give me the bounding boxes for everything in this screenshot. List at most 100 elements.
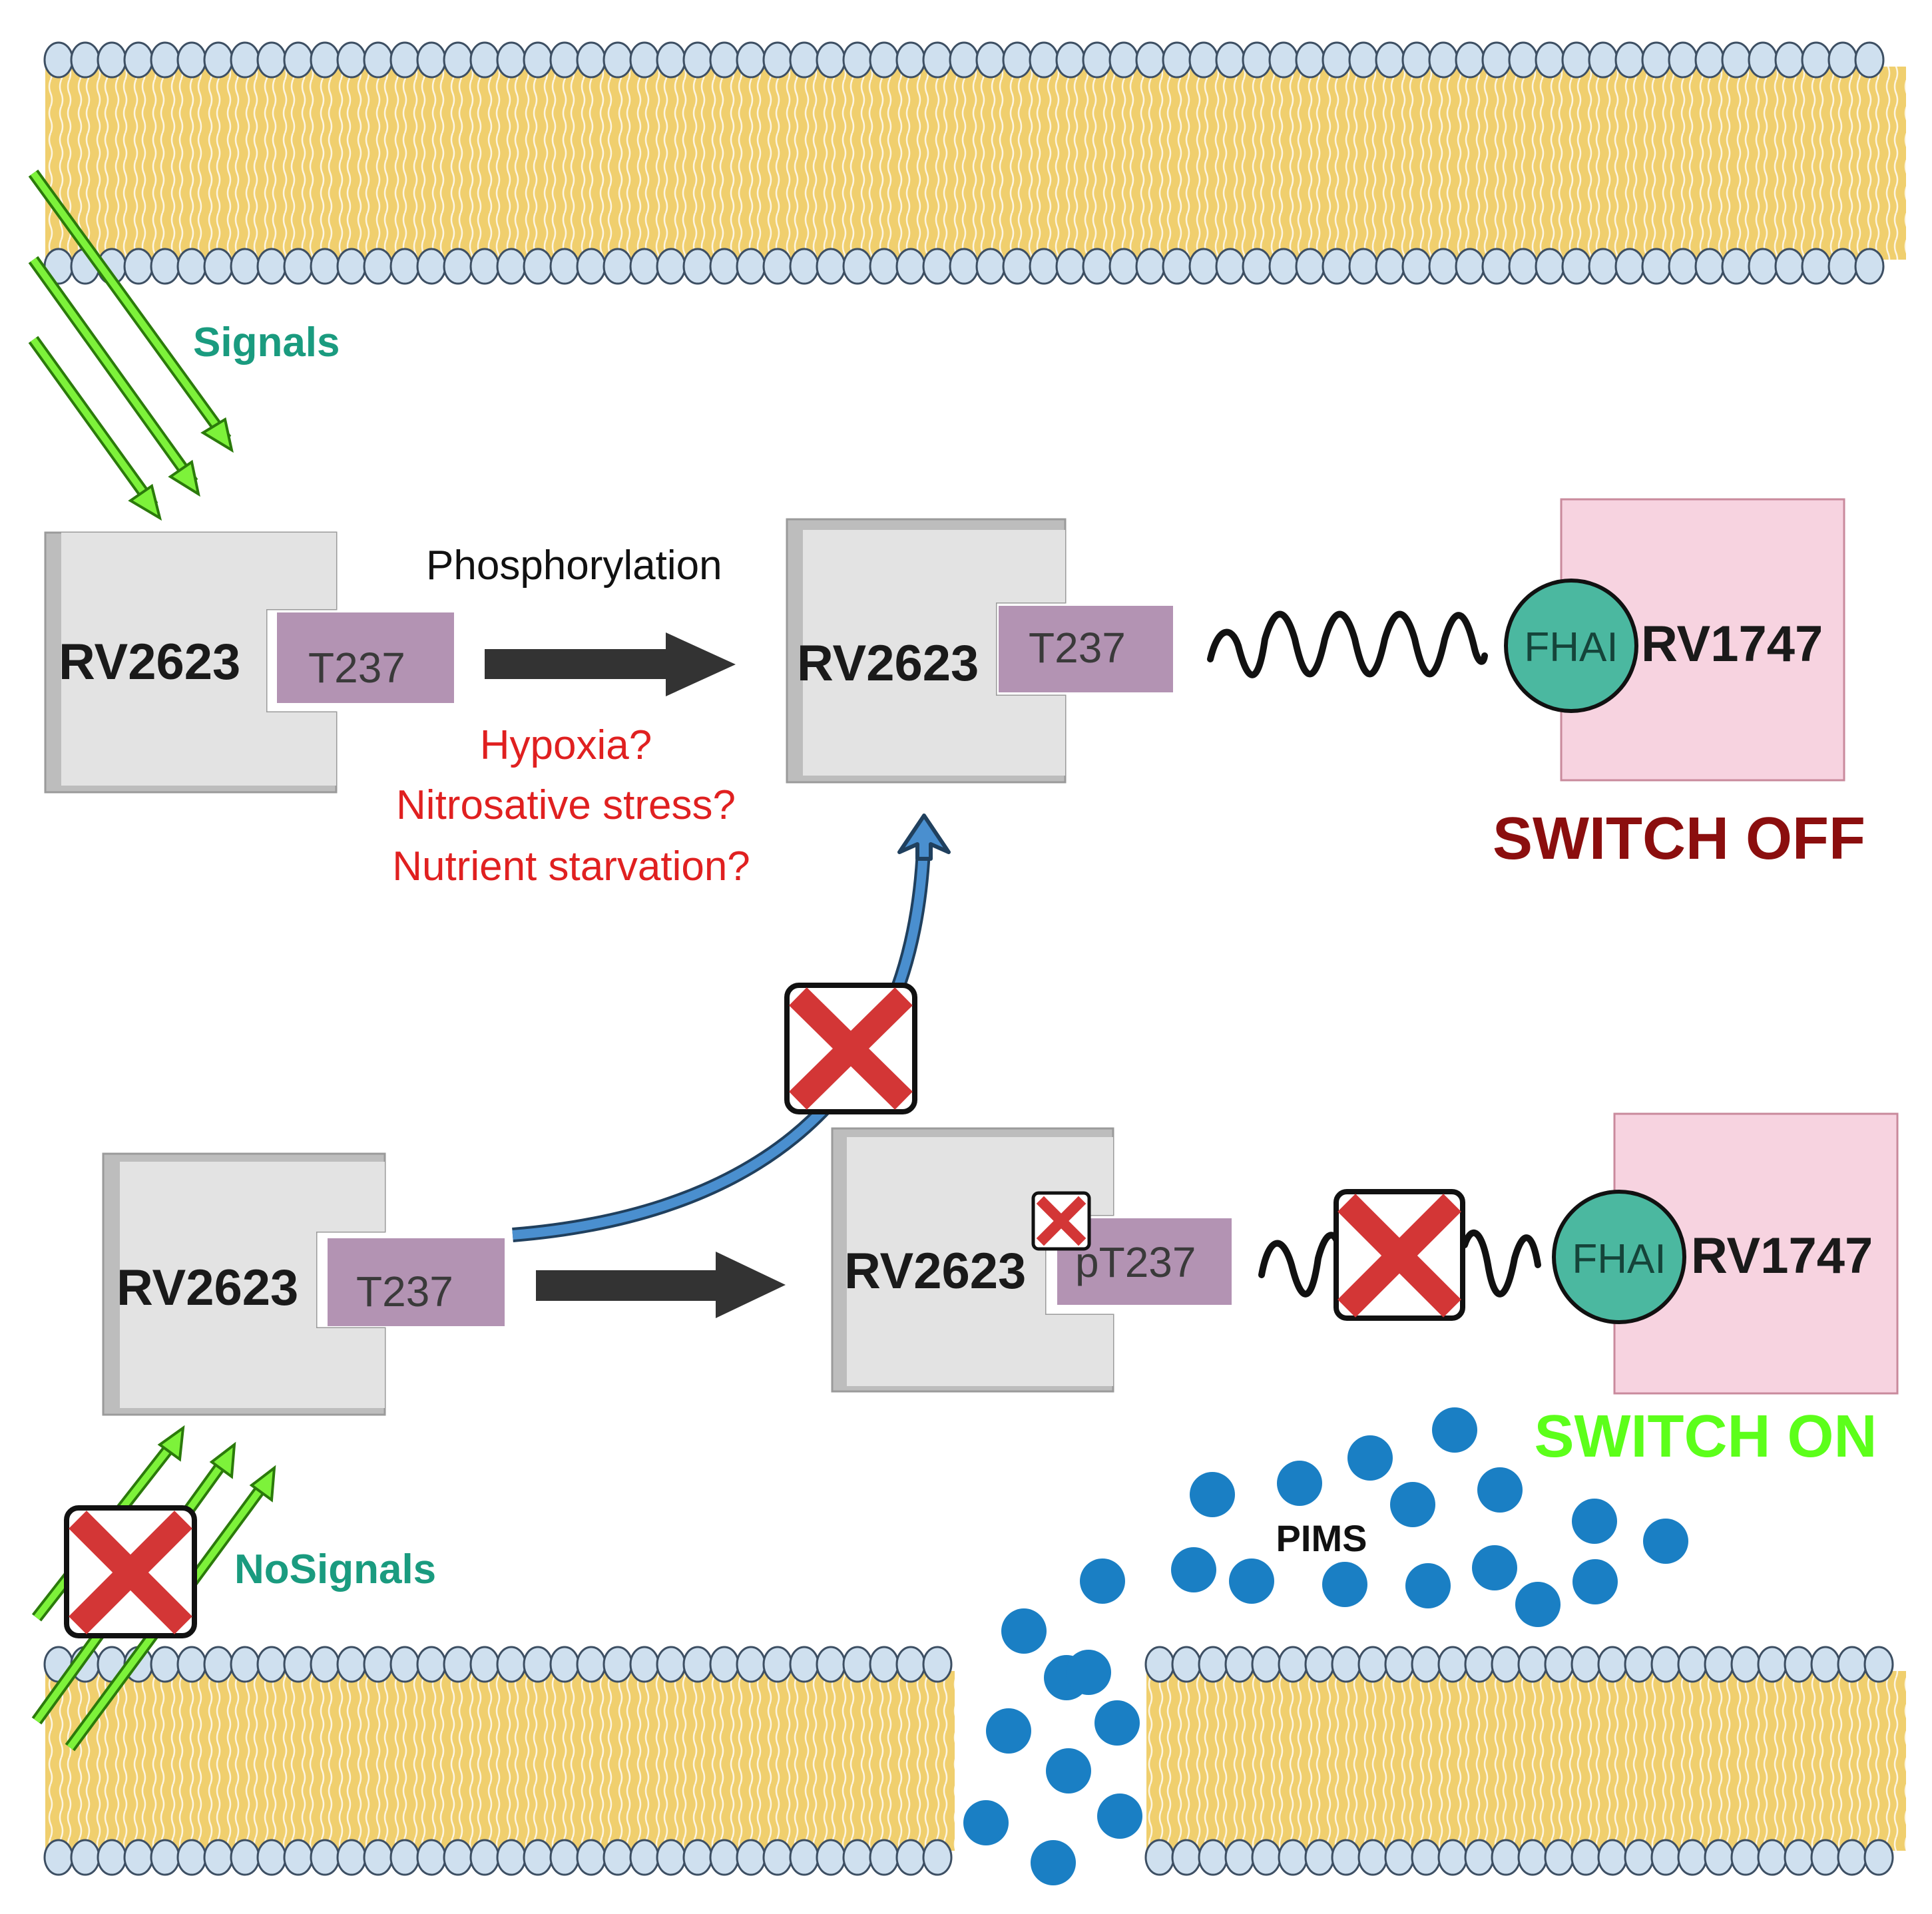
top-membrane-outer-head [496,41,527,79]
bottom-right-membrane-inner-head [1411,1839,1441,1876]
bottom-right-membrane-outer-head [1677,1646,1708,1683]
top-membrane-inner-head [922,248,953,285]
top-membrane-inner-head [1135,248,1166,285]
bottom-right-membrane-inner-head [1757,1839,1788,1876]
top-membrane-outer-head [230,41,260,79]
top-membrane-outer-head [1242,41,1272,79]
top-membrane-inner-head [1108,248,1139,285]
top-membrane-outer-head [1641,41,1672,79]
bottom-left-t237-label: T237 [356,1268,453,1316]
top-membrane-inner-head [363,248,393,285]
top-right-rv2623-body [803,530,1065,776]
bottom-left-membrane-inner-head [496,1839,527,1876]
bottom-left-membrane-outer-head [789,1646,820,1683]
top-membrane-inner-head [603,248,633,285]
top-rv1747-label: RV1747 [1641,616,1823,672]
top-membrane-inner-head [1268,248,1299,285]
no-signal-arrow-2-head [209,1441,236,1479]
bottom-left-membrane-outer-head [283,1646,314,1683]
bottom-right-membrane-inner-head [1384,1839,1415,1876]
top-membrane-inner-head [949,248,979,285]
bottom-left-membrane-outer-head [576,1646,606,1683]
top-membrane-outer-head [975,41,1006,79]
bottom-left-membrane-inner-head [656,1839,686,1876]
top-membrane-inner-head [1854,248,1885,285]
bottom-left-membrane-outer-head [310,1646,340,1683]
top-membrane-outer-head [1002,41,1033,79]
pims-dot [1322,1562,1367,1607]
top-left-rv2623-protein: RV2623 T237 [44,531,454,794]
bottom-left-membrane-inner-head [469,1839,500,1876]
phosphorylation-label: Phosphorylation [426,543,722,589]
bottom-right-membrane-inner-head [1331,1839,1361,1876]
top-membrane-outer-head [549,41,580,79]
bottom-left-membrane-inner-head [336,1839,367,1876]
top-membrane-inner-head [736,248,766,285]
bottom-left-membrane-inner-head [97,1839,127,1876]
bottom-left-membrane-outer-head [443,1646,473,1683]
bottom-left-rv2623-body [120,1162,385,1408]
top-membrane-inner-head [1641,248,1672,285]
bottom-left-membrane-outer-head [230,1646,260,1683]
top-membrane-inner-head [1215,248,1246,285]
bottom-right-membrane-outer-head [1224,1646,1255,1683]
bottom-right-membrane-inner-head [1224,1839,1255,1876]
top-membrane-outer-head [1721,41,1752,79]
bottom-left-membrane-outer-head [656,1646,686,1683]
top-fha-domain [1504,579,1638,713]
bottom-left-membrane-inner-head [789,1839,820,1876]
top-membrane-outer-head [203,41,234,79]
bottom-left-t237-site [328,1238,505,1326]
bottom-left-membrane-inner-head [682,1839,713,1876]
bottom-right-membrane-outer-head [1650,1646,1681,1683]
curved-arrow-head [897,814,951,861]
bottom-right-membrane-outer-head [1544,1646,1574,1683]
bottom-left-membrane-outer-head [416,1646,447,1683]
top-membrane-outer-head [523,41,553,79]
top-membrane-inner-head [1162,248,1192,285]
bottom-right-membrane-inner-head [1544,1839,1574,1876]
bottom-left-membrane-outer-head [150,1646,180,1683]
top-fha-label: FHAI [1524,624,1618,670]
bottom-right-membrane-inner-head [1650,1839,1681,1876]
top-membrane-inner-head [549,248,580,285]
bottom-right-membrane-outer-head [1757,1646,1788,1683]
bottom-right-membrane-inner-head [1863,1839,1894,1876]
top-wavy-linker-icon [1207,610,1488,678]
top-membrane-outer-head [603,41,633,79]
top-membrane-inner-head [1481,248,1512,285]
bottom-left-membrane-outer-head [523,1646,553,1683]
top-membrane-inner-head [1535,248,1565,285]
bottom-left-membrane-outer-head [389,1646,420,1683]
bottom-right-membrane-outer-head [1863,1646,1894,1683]
bottom-left-membrane-outer-head [842,1646,873,1683]
curved-arrow-block-icon [784,983,917,1114]
bottom-left-membrane-inner-head [603,1839,633,1876]
bottom-right-membrane-outer-head [1144,1646,1175,1683]
bottom-right-membrane-outer-head [1837,1646,1867,1683]
top-membrane-inner-head [1801,248,1831,285]
top-membrane-inner-head [975,248,1006,285]
top-membrane-inner-head [1002,248,1033,285]
top-membrane-inner-head [230,248,260,285]
top-membrane-outer-head [1748,41,1778,79]
bottom-right-membrane-inner-head [1597,1839,1628,1876]
bottom-membrane-left [43,1646,955,1876]
top-membrane-outer-head [1375,41,1405,79]
switch-on-label: SWITCH ON [1535,1403,1877,1470]
top-membrane-outer-head [1348,41,1379,79]
top-membrane-outer-head [150,41,180,79]
pims-dot [986,1708,1031,1754]
bottom-membrane-left-tails [45,1671,955,1851]
bottom-left-membrane-outer-head [469,1646,500,1683]
signal-arrow-3-head [128,483,162,521]
top-membrane-inner-head [1455,248,1485,285]
top-right-t237-label: T237 [1029,624,1126,672]
top-membrane-inner-head [203,248,234,285]
top-membrane-outer-head [1082,41,1112,79]
top-membrane-inner-head [1428,248,1459,285]
top-membrane-outer-head [1588,41,1618,79]
bottom-membrane-right-heads [1144,1646,1894,1876]
bottom-right-membrane-inner-head [1730,1839,1761,1876]
